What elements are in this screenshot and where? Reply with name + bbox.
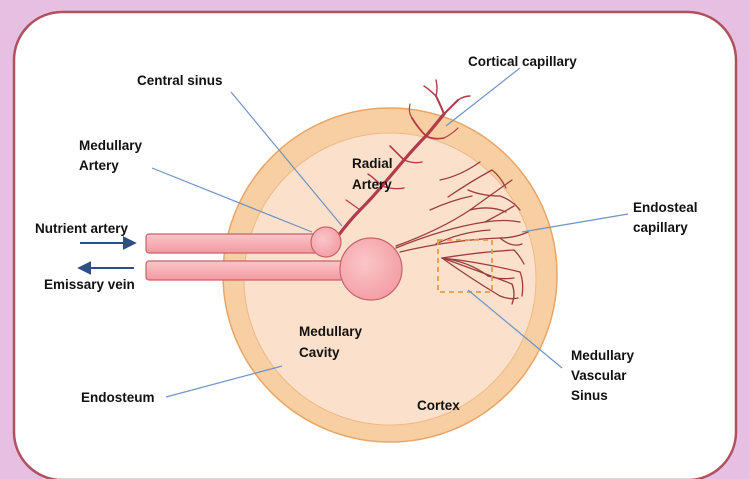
emissary-vein-label: Emissary vein: [44, 277, 135, 292]
nutrient-artery-vessel: [146, 234, 318, 253]
medullary-cavity-label-line-2: Cavity: [299, 345, 340, 360]
radial-artery-label-line-2: Artery: [352, 177, 392, 192]
medullary-artery-label-line-2: Artery: [79, 158, 119, 173]
medullary-vascular-sinus-label-line-1: Medullary: [571, 348, 635, 363]
medullary-cavity-label-line-1: Medullary: [299, 324, 363, 339]
cortical-capillary-label: Cortical capillary: [468, 54, 577, 69]
endosteum-label: Endosteum: [81, 390, 155, 405]
medullary-artery-node: [311, 227, 341, 257]
medullary-vascular-sinus-label-line-3: Sinus: [571, 388, 608, 403]
endosteal-capillary-label-line-1: Endosteal: [633, 200, 698, 215]
endosteal-capillary-label-line-2: capillary: [633, 220, 688, 235]
radial-artery-label-line-1: Radial: [352, 156, 393, 171]
medullary-vascular-sinus-label-line-2: Vascular: [571, 368, 627, 383]
medullary-artery-label-line-1: Medullary: [79, 138, 143, 153]
emissary-vein-vessel: [146, 261, 358, 280]
cortex-label: Cortex: [417, 398, 460, 413]
central-sinus-label: Central sinus: [137, 73, 223, 88]
central-sinus-node: [340, 238, 402, 300]
nutrient-artery-label: Nutrient artery: [35, 221, 129, 236]
